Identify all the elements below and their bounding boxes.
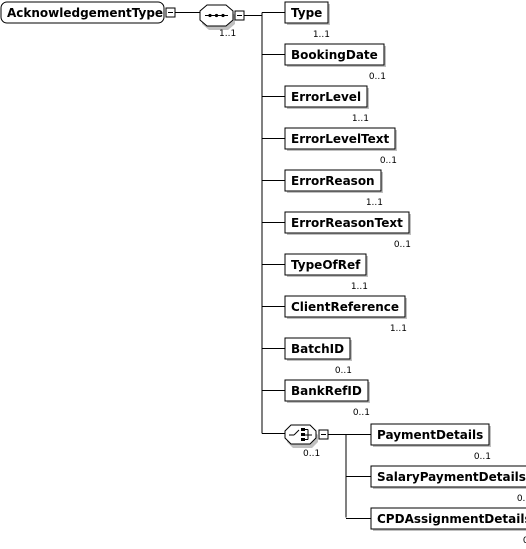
element-type-of-ref-label: TypeOfRef bbox=[291, 258, 361, 272]
element-client-reference-cardinality: 1..1 bbox=[390, 324, 407, 334]
element-type-of-ref-cardinality: 1..1 bbox=[351, 282, 368, 292]
root-element-box bbox=[0, 1, 165, 24]
element-type-box bbox=[284, 1, 329, 24]
element-error-reason-text-box bbox=[284, 211, 410, 234]
element-client-reference[interactable]: ClientReference 1..1 bbox=[262, 295, 407, 334]
root-collapse-toggle[interactable] bbox=[165, 7, 176, 18]
element-error-reason[interactable]: ErrorReason 1..1 bbox=[262, 169, 383, 208]
element-error-reason-label: ErrorReason bbox=[291, 174, 375, 188]
choice-option-c-p-d-assignment-details-label: CPDAssignmentDetails bbox=[377, 512, 526, 526]
element-type-of-ref-box bbox=[284, 253, 367, 276]
element-error-level[interactable]: ErrorLevel 1..1 bbox=[262, 85, 369, 124]
element-type-of-ref[interactable]: TypeOfRef 1..1 bbox=[262, 253, 368, 292]
element-error-level-box bbox=[284, 85, 368, 108]
element-error-level-text-cardinality: 0..1 bbox=[380, 156, 397, 166]
choice-option-c-p-d-assignment-details[interactable]: CPDAssignmentDetails 0..1 bbox=[346, 507, 526, 546]
element-booking-date-label: BookingDate bbox=[291, 48, 378, 62]
element-error-level-text-label: ErrorLevelText bbox=[291, 132, 390, 146]
element-error-level-text[interactable]: ErrorLevelText 0..1 bbox=[262, 127, 397, 166]
element-batch-i-d[interactable]: BatchID 0..1 bbox=[262, 337, 352, 376]
sequence-compositor[interactable] bbox=[199, 4, 235, 30]
choice-option-salary-payment-details[interactable]: SalaryPaymentDetails 0..1 bbox=[346, 465, 526, 504]
choice-collapse-toggle[interactable] bbox=[318, 429, 329, 440]
element-booking-date-cardinality: 0..1 bbox=[369, 72, 386, 82]
choice-children: PaymentDetails0..1SalaryPaymentDetails0.… bbox=[346, 423, 526, 546]
element-type-label: Type bbox=[291, 6, 322, 20]
element-batch-i-d-label: BatchID bbox=[291, 342, 344, 356]
element-booking-date-box bbox=[284, 43, 385, 66]
element-error-reason-box bbox=[284, 169, 382, 192]
sequence-collapse-toggle[interactable] bbox=[234, 10, 245, 21]
element-error-reason-text-cardinality: 0..1 bbox=[394, 240, 411, 250]
choice-option-salary-payment-details-box bbox=[370, 465, 526, 488]
element-type-cardinality: 1..1 bbox=[313, 30, 330, 40]
element-batch-i-d-box bbox=[284, 337, 351, 360]
element-client-reference-label: ClientReference bbox=[291, 300, 399, 314]
sequence-children: Type1..1BookingDate0..1ErrorLevel1..1Err… bbox=[262, 1, 411, 418]
element-error-reason-text[interactable]: ErrorReasonText 0..1 bbox=[262, 211, 411, 250]
element-batch-i-d-cardinality: 0..1 bbox=[335, 366, 352, 376]
choice-cardinality: 0..1 bbox=[303, 449, 320, 459]
choice-option-payment-details[interactable]: PaymentDetails 0..1 bbox=[346, 423, 491, 462]
choice-option-payment-details-box bbox=[370, 423, 490, 446]
element-type[interactable]: Type 1..1 bbox=[262, 1, 330, 40]
element-error-level-label: ErrorLevel bbox=[291, 90, 361, 104]
choice-compositor[interactable] bbox=[284, 424, 318, 448]
choice-option-c-p-d-assignment-details-cardinality: 0..1 bbox=[523, 536, 526, 546]
choice-option-salary-payment-details-cardinality: 0..1 bbox=[517, 494, 526, 504]
element-bank-ref-i-d[interactable]: BankRefID 0..1 bbox=[262, 379, 370, 418]
sequence-cardinality: 1..1 bbox=[219, 29, 236, 39]
root-element[interactable]: AcknowledgementType bbox=[0, 1, 165, 24]
element-client-reference-box bbox=[284, 295, 406, 318]
element-bank-ref-i-d-box bbox=[284, 379, 369, 402]
choice-option-salary-payment-details-label: SalaryPaymentDetails bbox=[377, 470, 526, 484]
element-booking-date[interactable]: BookingDate 0..1 bbox=[262, 43, 386, 82]
element-error-reason-text-label: ErrorReasonText bbox=[291, 216, 403, 230]
element-error-level-cardinality: 1..1 bbox=[352, 114, 369, 124]
element-error-reason-cardinality: 1..1 bbox=[366, 198, 383, 208]
root-element-label: AcknowledgementType bbox=[7, 6, 163, 20]
choice-option-payment-details-label: PaymentDetails bbox=[377, 428, 483, 442]
choice-option-payment-details-cardinality: 0..1 bbox=[474, 452, 491, 462]
element-bank-ref-i-d-label: BankRefID bbox=[291, 384, 362, 398]
element-error-level-text-box bbox=[284, 127, 396, 150]
element-bank-ref-i-d-cardinality: 0..1 bbox=[353, 408, 370, 418]
choice-option-c-p-d-assignment-details-box bbox=[370, 507, 526, 530]
